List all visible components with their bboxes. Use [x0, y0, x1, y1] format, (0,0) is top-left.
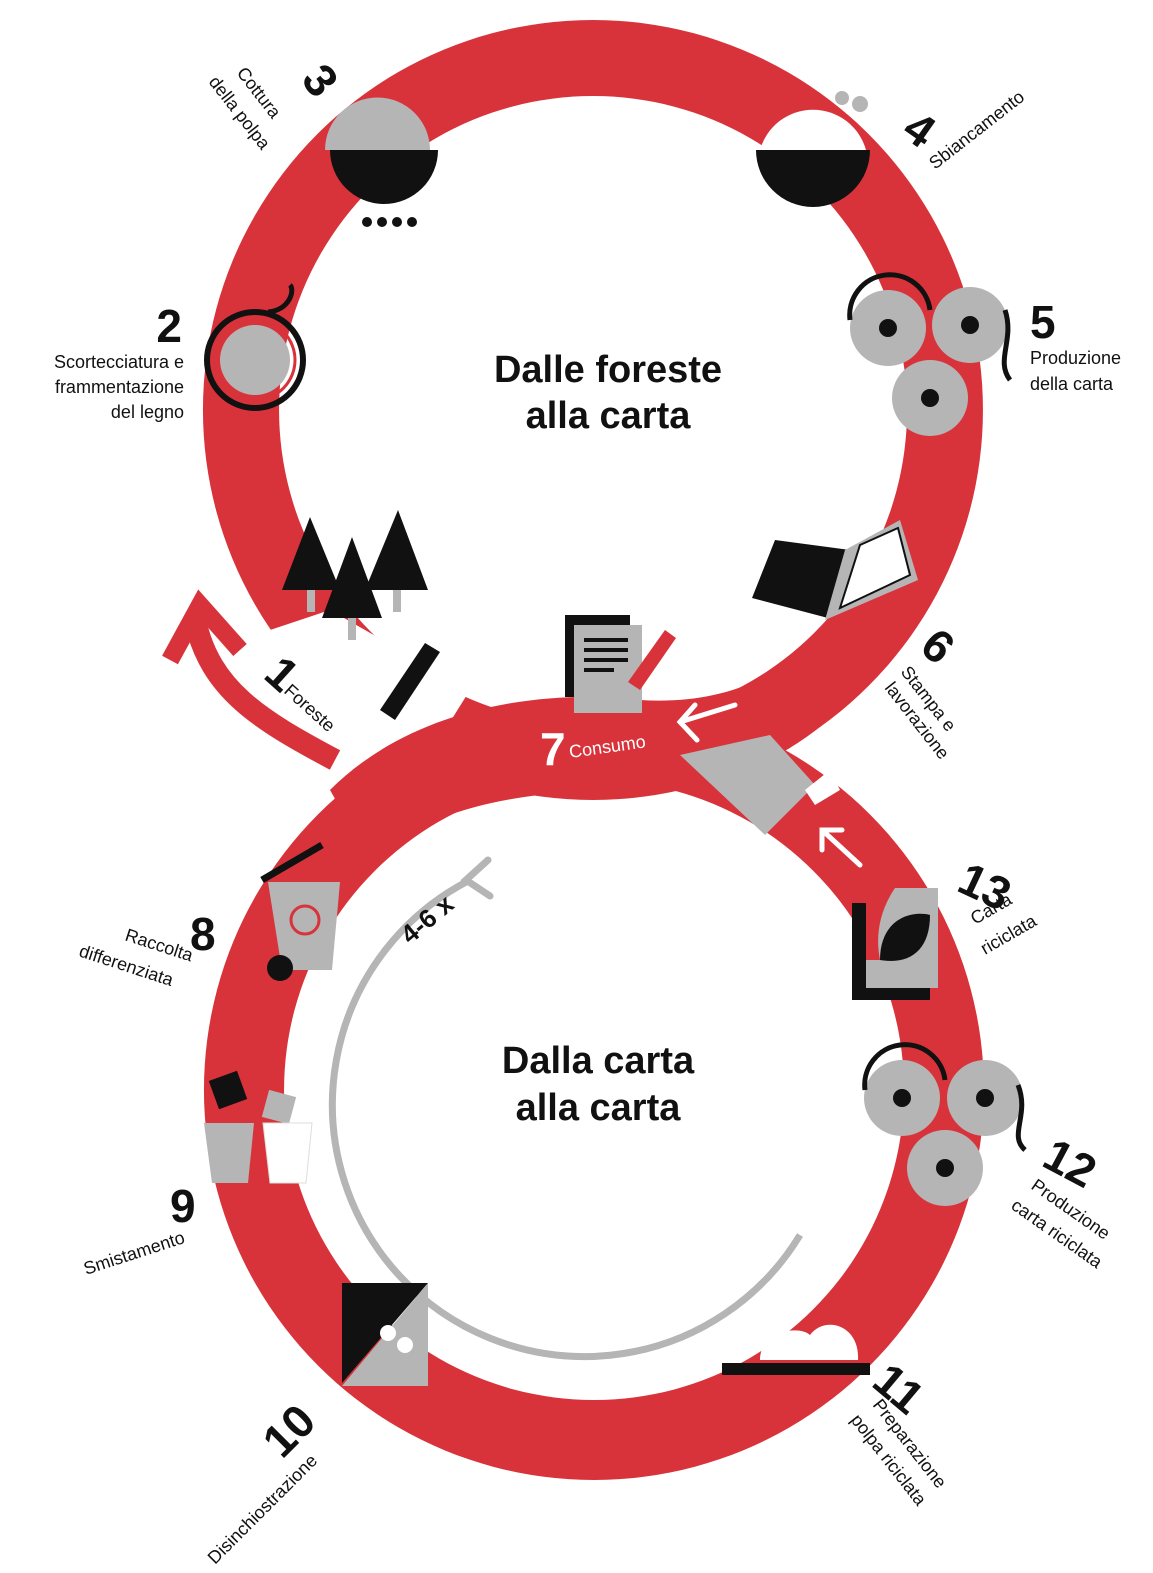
sorting-bins-icon — [204, 1070, 313, 1184]
paper-rollers-icon — [847, 272, 1013, 436]
trees-icon — [282, 510, 440, 720]
step-9-number: 9 — [170, 1180, 196, 1232]
white-gap — [805, 770, 840, 805]
recycled-arrow — [819, 827, 863, 868]
recycled-paper-leaf-icon — [852, 888, 938, 1000]
gray-separator — [680, 735, 815, 835]
cycle-ring — [328, 876, 803, 1361]
book-icon — [752, 520, 918, 620]
cooking-bowl-icon — [325, 97, 438, 227]
foreste-arrow-head — [162, 589, 247, 665]
document-pen-icon — [565, 615, 676, 713]
step-2-label-line1: Scortecciatura e — [54, 352, 184, 372]
bottom-title-line1: Dalla carta — [502, 1040, 695, 1082]
bottom-title-line2: alla carta — [516, 1087, 682, 1129]
recycled-rollers-icon — [862, 1042, 1027, 1206]
step-3-number: 3 — [292, 54, 349, 106]
step-10-number: 10 — [252, 1394, 325, 1467]
step-2-label-line2: frammentazione — [55, 377, 184, 397]
recycle-bin-icon — [260, 841, 340, 981]
step-10-label: Disinchiostrazione — [204, 1450, 321, 1567]
step-5-label-line1: Produzione — [1030, 348, 1121, 368]
step-6-number: 6 — [912, 618, 965, 674]
debarking-drum-icon — [204, 283, 306, 411]
crossing-band — [330, 610, 890, 860]
step-8-number: 8 — [190, 908, 216, 960]
top-title-line1: Dalle foreste — [494, 349, 722, 391]
consumo-arrow — [676, 702, 738, 743]
top-title-line2: alla carta — [526, 395, 692, 437]
bleaching-bowl-icon — [756, 91, 870, 207]
step-9-label: Smistamento — [81, 1227, 187, 1278]
step-2-number: 2 — [156, 300, 182, 352]
step-5-number: 5 — [1030, 296, 1056, 348]
step-5-label-line2: della carta — [1030, 374, 1114, 394]
cycle-arrow-head — [460, 856, 494, 900]
deinking-icon — [342, 1283, 428, 1386]
pulp-icon — [722, 1324, 870, 1375]
step-2-label-line3: del legno — [111, 402, 184, 422]
step-4-label: Sbiancamento — [925, 87, 1028, 174]
foreste-arrow — [184, 617, 341, 770]
step-7-number: 7 — [540, 723, 566, 775]
cycle-label: 4-6 x — [395, 888, 460, 949]
